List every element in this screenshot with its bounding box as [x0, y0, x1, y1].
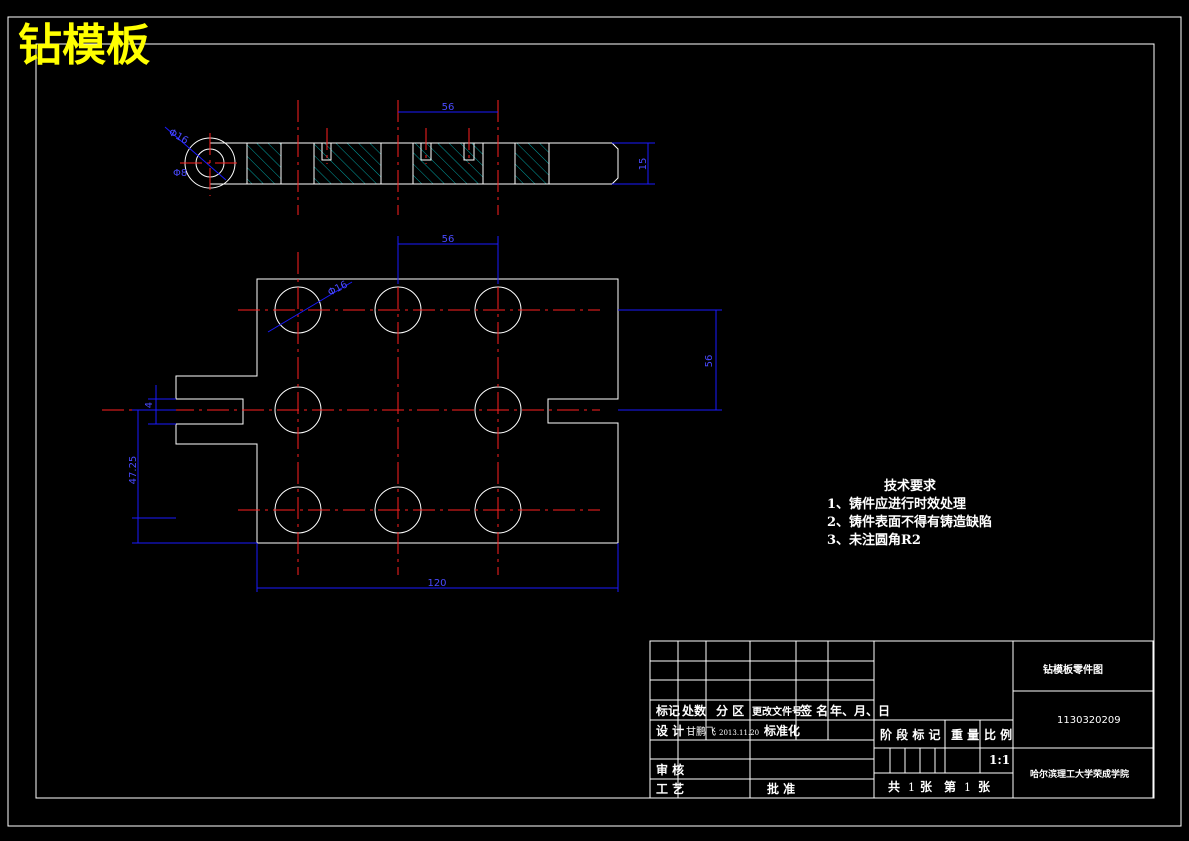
dim-label: 4 — [144, 402, 155, 408]
hatch-area — [247, 143, 281, 184]
dim-label: 56 — [442, 102, 455, 113]
tb-standard-label: 标准化 — [763, 723, 800, 738]
outer-frame — [7, 16, 1182, 827]
plate-outline — [175, 278, 619, 544]
tb-stage-label: 阶 段 标 记 — [880, 727, 941, 742]
tb-unit: 张 — [920, 779, 933, 794]
tb-design-date: 2013.11.20 — [719, 729, 759, 737]
tech-requirements: 技术要求 1、铸件应进行时效处理 2、铸件表面不得有铸造缺陷 3、未注圆角R2 — [827, 478, 992, 548]
tb-unit2: 张 — [978, 779, 991, 794]
tb-no-label: 第 — [944, 779, 956, 794]
tech-item: 3、未注圆角R2 — [827, 532, 921, 548]
tb-header: 更改文件号 — [752, 705, 802, 718]
tb-design-label: 设 计 — [656, 723, 684, 738]
hatch-area — [314, 143, 381, 184]
tb-approve-label: 批 准 — [767, 781, 795, 796]
dim-label: 56 — [704, 355, 715, 368]
dim-label: Φ16 — [167, 127, 190, 147]
dim-label: 120 — [427, 578, 446, 589]
tb-header: 签 名 — [799, 703, 828, 718]
dim-label: 15 — [638, 158, 649, 171]
hatch-area — [515, 143, 549, 184]
dim-label: Φ16 — [326, 279, 349, 298]
tb-designer: 甘鹏飞 — [686, 725, 716, 738]
tb-scale-label: 比 例 — [984, 727, 1012, 742]
tb-process-label: 工 艺 — [656, 781, 684, 796]
tb-header: 年、月、日 — [830, 703, 890, 718]
hatch-area — [413, 143, 483, 184]
plan-view: 56 Φ16 56 4 47.25 120 — [102, 234, 722, 592]
tb-header: 分 区 — [716, 703, 744, 718]
drawing-title: 钻模板 — [18, 20, 150, 71]
title-block-text: 标记 处数 分 区 更改文件号 签 名 年、月、日 设 计 甘鹏飞 2013.1… — [655, 663, 1129, 796]
tb-no: 1 — [964, 781, 971, 794]
dim-label: 47.25 — [128, 456, 139, 485]
tb-header: 处数 — [681, 703, 707, 718]
section-outline — [210, 142, 619, 185]
tb-total: 1 — [908, 781, 915, 794]
tb-weight-label: 重 量 — [951, 727, 979, 742]
dim-label: Φ8 — [173, 168, 187, 179]
tb-header: 标记 — [655, 703, 680, 718]
tb-total-label: 共 — [888, 779, 900, 794]
section-view: 56 Φ16 Φ8 15 — [164, 100, 655, 215]
dim-label: 56 — [442, 234, 455, 245]
tb-review-label: 审 核 — [656, 762, 684, 777]
tb-scale: 1:1 — [989, 753, 1010, 767]
inner-frame — [35, 43, 1155, 799]
title-block — [649, 640, 1154, 799]
tb-drawing-number: 1130320209 — [1057, 715, 1121, 726]
tb-drawing-name: 钻模板零件图 — [1043, 663, 1103, 676]
tech-heading: 技术要求 — [884, 478, 937, 494]
tb-school: 哈尔滨理工大学荣成学院 — [1030, 768, 1129, 780]
tech-item: 1、铸件应进行时效处理 — [827, 496, 966, 512]
tech-item: 2、铸件表面不得有铸造缺陷 — [827, 514, 992, 530]
